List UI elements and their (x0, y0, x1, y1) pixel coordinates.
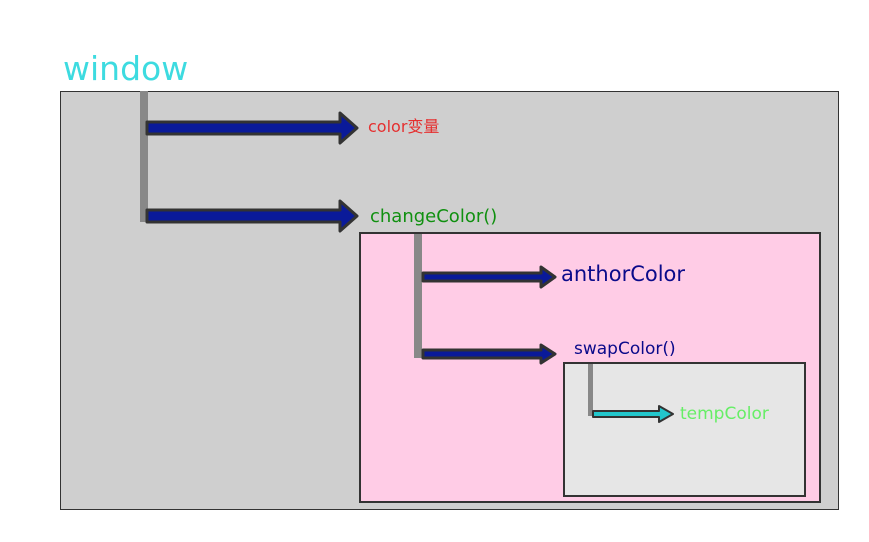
label-temp-color: tempColor (680, 404, 769, 424)
change-color-connector-line (414, 234, 422, 358)
arrow-to-change-color (145, 199, 359, 233)
arrow-to-swap-color (421, 343, 557, 365)
label-anthor-color: anthorColor (561, 262, 686, 286)
swap-color-connector-line (588, 364, 593, 416)
arrow-to-anthor-color (421, 265, 557, 289)
diagram-title: window (63, 49, 189, 88)
arrow-to-color-var (145, 111, 359, 145)
label-color-variable: color变量 (368, 117, 440, 136)
label-change-color-function: changeColor() (370, 206, 498, 227)
label-swap-color-function: swapColor() (574, 339, 676, 359)
window-connector-line (140, 91, 148, 222)
arrow-to-temp-color (592, 405, 674, 423)
swap-color-scope-box (563, 362, 806, 497)
